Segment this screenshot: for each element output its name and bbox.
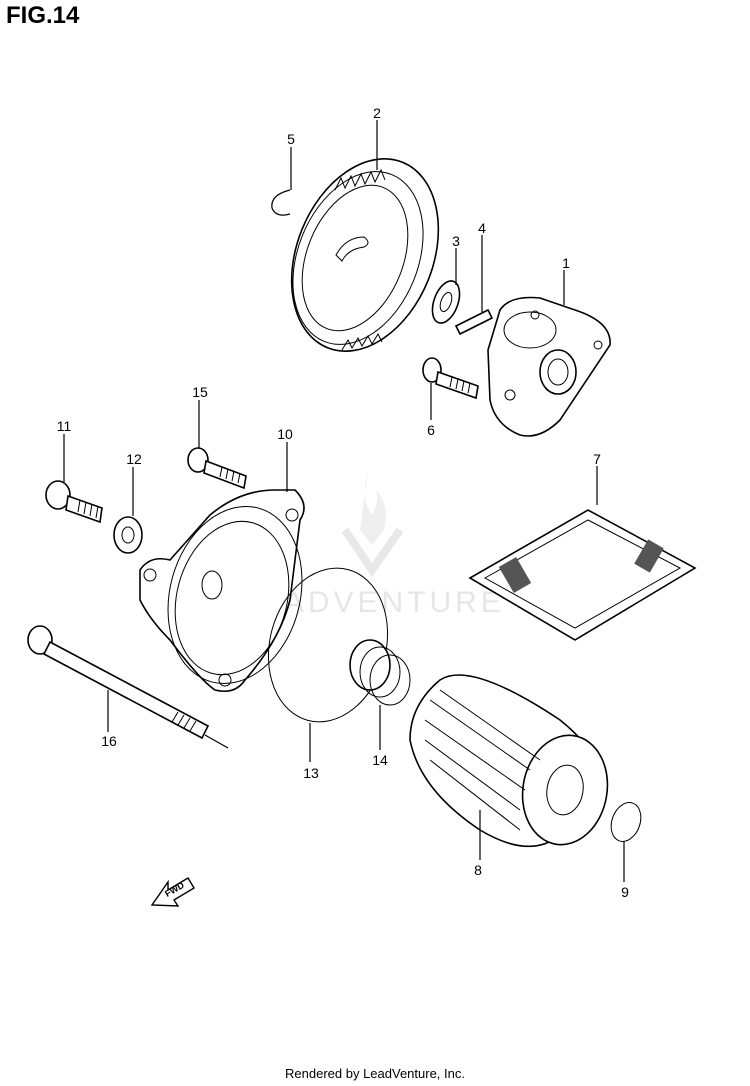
long-bolt-part xyxy=(27,625,210,740)
callout-7: 7 xyxy=(593,451,601,467)
cover-washer-part xyxy=(113,516,143,554)
callout-8: 8 xyxy=(474,862,482,878)
upper-bolt-part xyxy=(187,447,247,490)
filter-cover-part xyxy=(139,489,305,693)
footer-credit: Rendered by LeadVenture, Inc. xyxy=(285,1066,465,1081)
oil-pump-part xyxy=(487,296,611,437)
pump-bolt-part xyxy=(422,357,479,400)
small-o-ring-part xyxy=(610,802,642,842)
callout-13: 13 xyxy=(303,765,319,781)
forward-arrow-icon: FWD xyxy=(150,877,195,907)
callout-1: 1 xyxy=(562,255,570,271)
callout-4: 4 xyxy=(478,220,486,236)
callout-3: 3 xyxy=(452,233,460,249)
callout-2: 2 xyxy=(373,105,381,121)
callout-15: 15 xyxy=(192,384,208,400)
oil-filter-part xyxy=(409,674,609,848)
gear-part xyxy=(290,158,440,352)
callout-5: 5 xyxy=(287,131,295,147)
callout-12: 12 xyxy=(126,451,142,467)
callout-6: 6 xyxy=(427,422,435,438)
washer-part xyxy=(431,280,461,324)
leader-lines xyxy=(63,120,625,882)
circlip-part xyxy=(271,189,291,216)
spring-part xyxy=(349,639,411,706)
callout-labels: 1 2 3 4 5 6 7 8 9 10 11 12 13 14 15 16 xyxy=(57,105,629,900)
callout-11: 11 xyxy=(57,418,72,434)
pin-part xyxy=(454,308,494,336)
cover-bolt-part xyxy=(45,480,103,524)
callout-14: 14 xyxy=(372,752,388,768)
callout-16: 16 xyxy=(101,733,117,749)
callout-9: 9 xyxy=(621,884,629,900)
gasket-part xyxy=(468,509,697,641)
callout-10: 10 xyxy=(277,426,293,442)
figure-title: FIG.14 xyxy=(6,2,80,29)
